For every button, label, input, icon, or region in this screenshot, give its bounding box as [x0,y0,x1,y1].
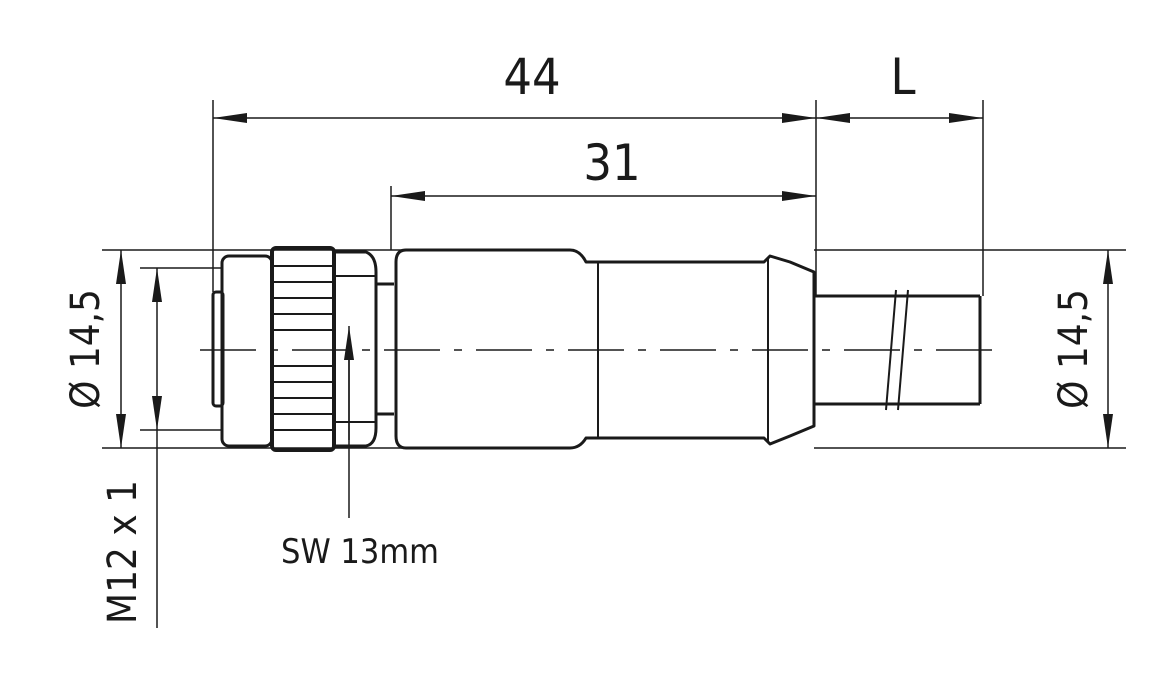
neck [376,282,394,416]
cable [814,289,982,411]
dim-label-L: L [890,48,915,106]
dim-label-44: 44 [503,48,560,106]
dim-label-diameter-left: Ø 14,5 [63,289,109,409]
hex-nut [332,250,378,448]
connector-body [211,246,982,452]
dim-label-wrench-size: SW 13mm [281,532,439,572]
knurled-coupling-nut [270,246,336,452]
dim-label-31: 31 [583,134,640,192]
contact-face [211,254,274,448]
dim-label-thread: M12 x 1 [100,480,146,624]
dimension-lines [116,113,1113,448]
dim-label-diameter-right: Ø 14,5 [1051,289,1097,409]
housing [394,248,816,450]
